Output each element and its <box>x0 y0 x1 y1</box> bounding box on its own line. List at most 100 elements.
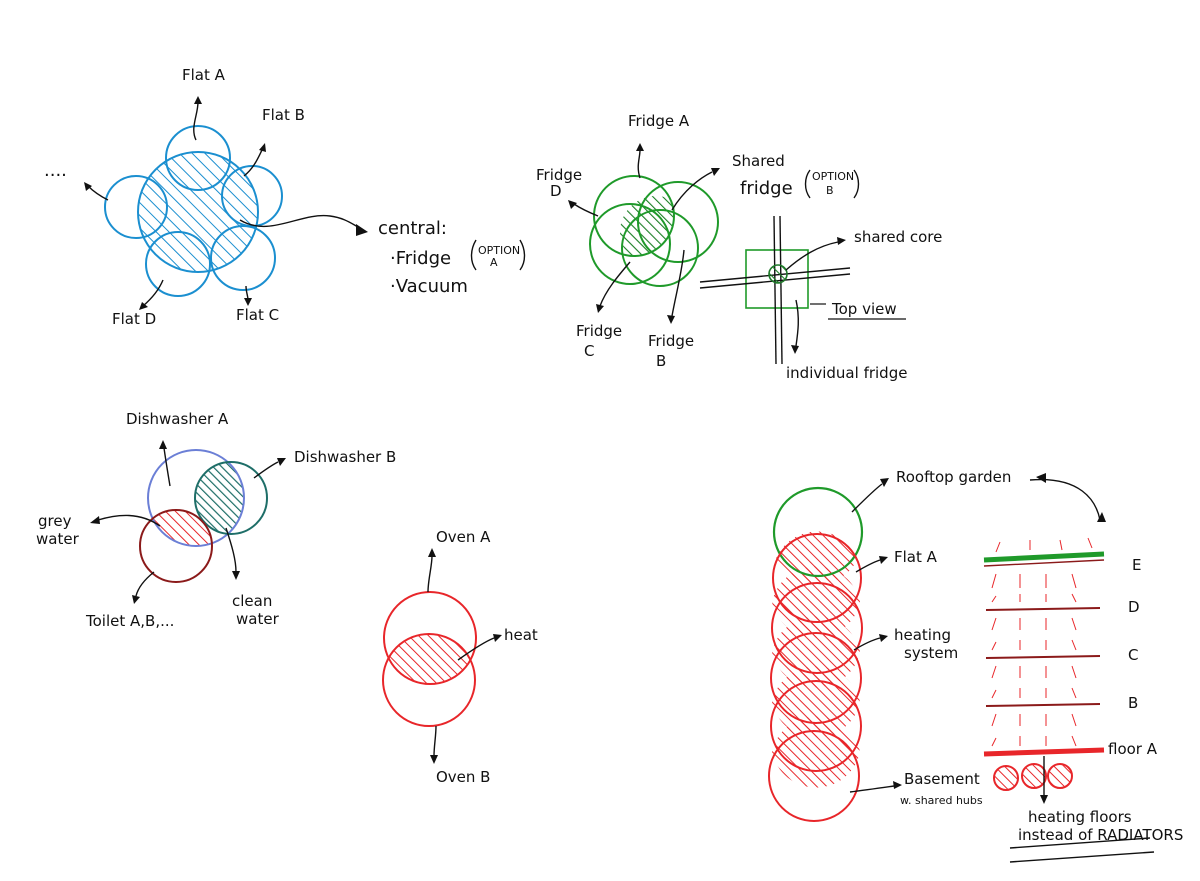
label-heat: heat <box>504 626 538 644</box>
arrow <box>87 185 109 201</box>
arrowhead <box>428 548 436 557</box>
label-fridge-d-2: D <box>550 182 562 200</box>
dishwasher-b-circle <box>194 461 268 535</box>
label-grey-water-1: grey <box>38 512 72 530</box>
floor-slab-b <box>985 703 1101 707</box>
label-shared-fridge: fridge <box>740 178 793 199</box>
arrowhead <box>493 634 502 642</box>
oven-a-circle <box>383 591 477 685</box>
flat-circle <box>165 125 231 191</box>
shared-core-hatch <box>620 196 674 256</box>
arrow <box>163 447 171 487</box>
fridge-circle-a <box>593 175 675 257</box>
label-option-letter: A <box>490 256 498 269</box>
arrowhead <box>893 781 902 789</box>
label-oven-b: Oven B <box>436 768 490 786</box>
flat-circle <box>104 175 168 239</box>
rooftop-circle <box>772 486 864 578</box>
arrow <box>253 461 279 479</box>
arrow <box>193 101 199 141</box>
arrow <box>1029 478 1101 521</box>
label-basement-2: w. shared hubs <box>900 794 983 807</box>
arrowhead <box>880 478 889 487</box>
label-more-flats: .... <box>44 160 67 181</box>
label-shared: Shared <box>732 152 785 170</box>
label-floor-a: floor A <box>1108 740 1158 758</box>
label-flat-a: Flat A <box>894 548 938 566</box>
central-circle <box>137 151 259 273</box>
floor-slab-d <box>985 607 1101 611</box>
arrowhead <box>791 345 799 354</box>
arrowhead <box>244 298 252 306</box>
arrowhead <box>667 315 675 324</box>
top-view-axis <box>779 215 783 365</box>
label-fridge-a: Fridge A <box>628 112 690 130</box>
floor-slab-e <box>983 559 1105 567</box>
arrow <box>851 483 883 513</box>
label-option: OPTION <box>812 170 854 183</box>
diagram-building-heating: Rooftop garden Flat A heating system Bas… <box>768 468 1183 863</box>
label-heating-2: system <box>904 644 958 662</box>
option-bracket <box>519 239 526 271</box>
arrowhead <box>879 634 888 642</box>
arrowhead <box>84 182 92 191</box>
label-oven-a: Oven A <box>436 528 491 546</box>
option-bracket <box>853 169 860 199</box>
arrow <box>599 261 631 307</box>
arrowhead <box>259 143 266 152</box>
toilet-circle <box>139 509 213 583</box>
arrowhead <box>132 595 140 604</box>
arrow <box>785 241 839 271</box>
fridge-circle-d <box>621 209 699 287</box>
label-heating-1: heating <box>894 626 951 644</box>
arrow <box>853 637 881 651</box>
arrow <box>795 299 799 347</box>
underline <box>1009 851 1155 863</box>
label-flat-d: Flat D <box>112 310 156 328</box>
heating-hub <box>1021 763 1047 789</box>
label-individual-fridge: individual fridge <box>786 364 907 382</box>
arrow <box>573 203 599 217</box>
arrow <box>637 149 641 179</box>
label-flat-a: Flat A <box>182 66 226 84</box>
arrowhead <box>1036 473 1046 483</box>
arrowhead <box>568 200 577 209</box>
arrowhead <box>277 458 286 466</box>
arrowhead <box>636 143 644 151</box>
label-top-view: Top view <box>831 300 897 318</box>
arrow <box>225 527 237 573</box>
underline <box>1009 837 1151 849</box>
label-grey-water-2: water <box>36 530 80 548</box>
label-option-letter: B <box>826 184 834 197</box>
label-basement-1: Basement <box>904 770 980 788</box>
diagram-central-services: Flat A Flat B Flat C Flat D .... central… <box>44 66 526 328</box>
label-dishwasher-b: Dishwasher B <box>294 448 396 466</box>
heat-overlap-hatch <box>384 634 475 684</box>
label-dishwasher-a: Dishwasher A <box>126 410 229 428</box>
label-fridge-b-1: Fridge <box>648 332 694 350</box>
teal-overlap-hatch <box>195 462 244 534</box>
fridge-circle-b <box>637 181 719 263</box>
label-option: OPTION <box>478 244 520 257</box>
floor-slab-c <box>985 655 1101 659</box>
label-flat-b: Flat B <box>262 106 305 124</box>
arrow <box>427 555 433 593</box>
label-flat-c: Flat C <box>236 306 279 324</box>
arrowhead <box>90 516 100 524</box>
arrowhead <box>139 302 148 310</box>
heating-hub <box>993 765 1019 791</box>
top-view-axis <box>773 215 777 365</box>
label-fridge: ·Fridge <box>390 248 451 269</box>
arrow <box>245 285 249 301</box>
arrow <box>97 514 161 527</box>
arrow <box>433 725 437 757</box>
arrow <box>135 571 155 597</box>
floor-circle <box>770 680 862 772</box>
label-clean-water-2: water <box>236 610 280 628</box>
arrow <box>671 171 713 211</box>
basement-circle <box>768 730 860 822</box>
arrow <box>243 149 263 177</box>
arrowhead <box>232 571 240 580</box>
heat-radiation-ticks <box>991 537 1093 747</box>
label-heating-floors-1: heating floors <box>1028 808 1132 826</box>
